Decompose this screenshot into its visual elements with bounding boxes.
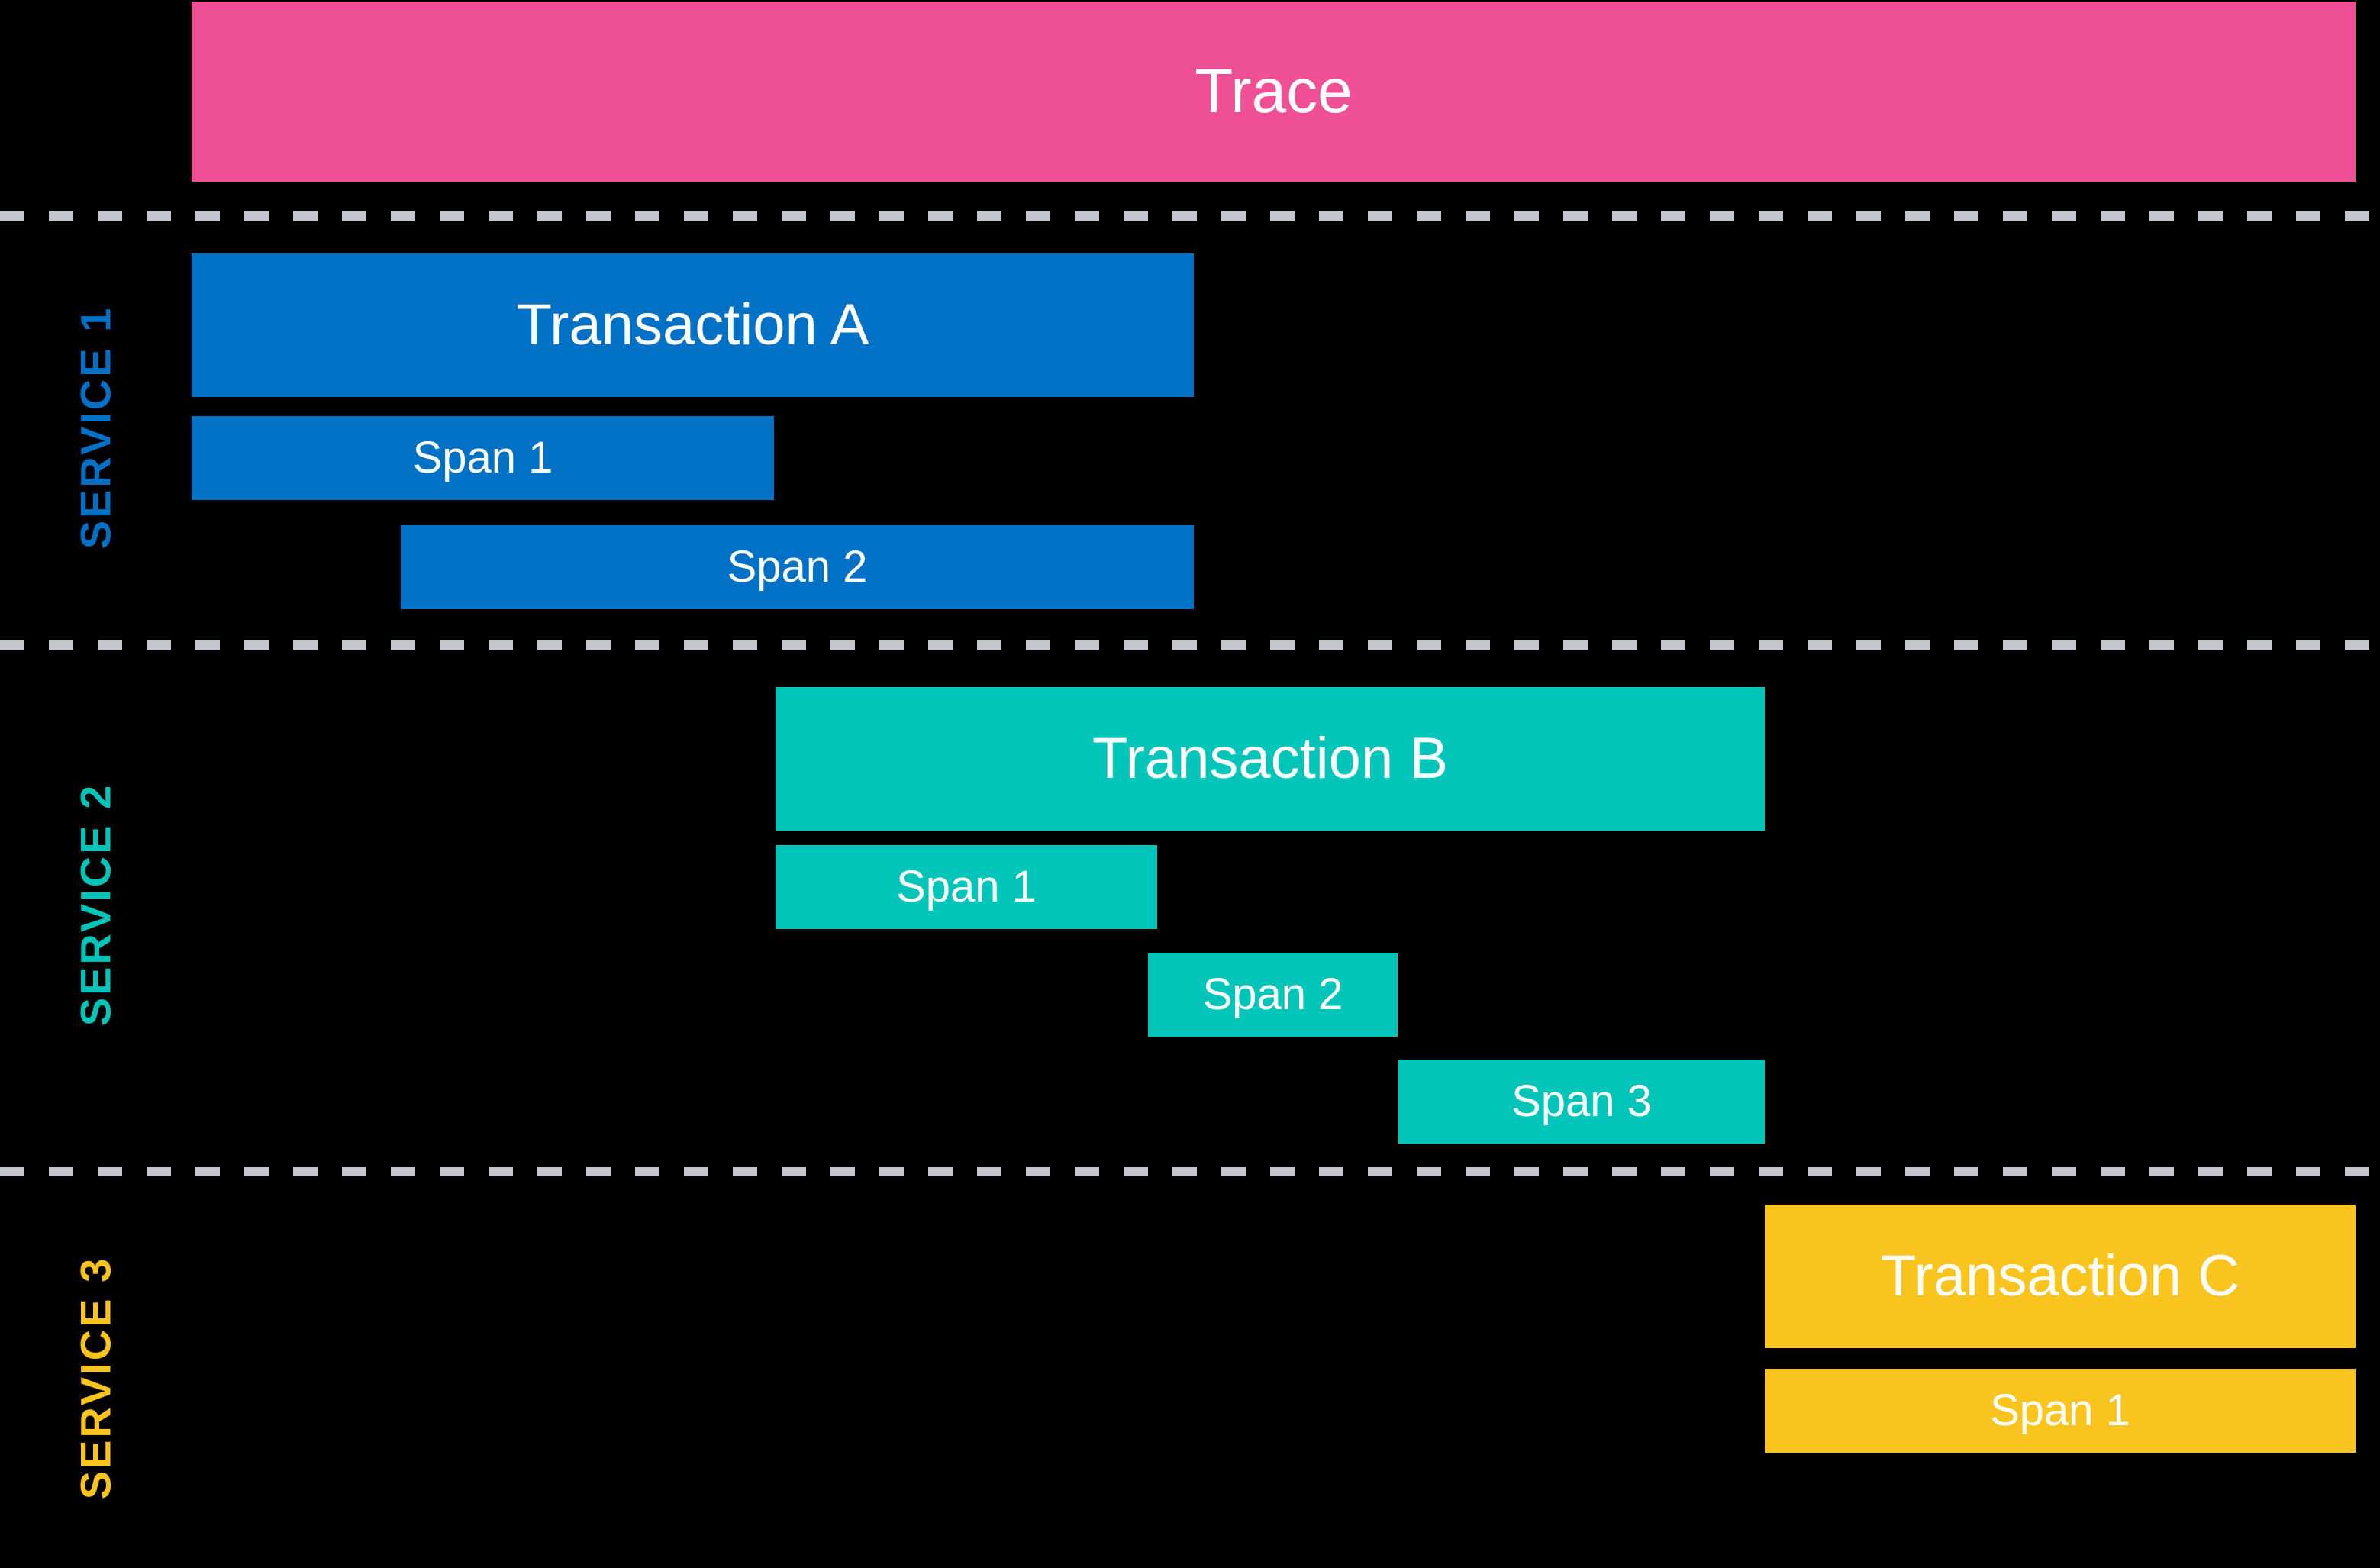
service-2-span-bar-2-label: Span 1	[896, 862, 1037, 911]
service-label-text: SERVICE 2	[71, 782, 120, 1027]
service-1-transaction-bar-1[interactable]: Transaction A	[192, 253, 1194, 397]
service-3-transaction-bar-1[interactable]: Transaction C	[1765, 1205, 2356, 1348]
service-label-3: SERVICE 3	[0, 1191, 191, 1565]
separator-service-1-to-2	[0, 640, 2380, 650]
service-2-span-bar-3[interactable]: Span 2	[1148, 953, 1398, 1037]
trace-bar-label: Trace	[1195, 56, 1353, 126]
separator-service-2-to-3	[0, 1167, 2380, 1176]
trace-bar[interactable]: Trace	[192, 2, 2356, 182]
service-1-span-bar-3[interactable]: Span 2	[401, 525, 1194, 609]
service-2-span-bar-3-label: Span 2	[1202, 970, 1343, 1019]
service-2-transaction-bar-1-label: Transaction B	[1092, 726, 1449, 791]
service-2-span-bar-2[interactable]: Span 1	[776, 845, 1157, 929]
service-3-transaction-bar-1-label: Transaction C	[1880, 1244, 2240, 1308]
service-label-1: SERVICE 1	[0, 221, 191, 634]
service-2-transaction-bar-1[interactable]: Transaction B	[776, 687, 1765, 831]
service-2-span-bar-4-label: Span 3	[1511, 1076, 1652, 1126]
service-1-span-bar-2[interactable]: Span 1	[192, 416, 774, 500]
service-2-span-bar-4[interactable]: Span 3	[1398, 1060, 1765, 1144]
service-3-span-bar-2-label: Span 1	[1990, 1386, 2130, 1435]
service-1-transaction-bar-1-label: Transaction A	[516, 292, 869, 357]
separator-above-service-1	[0, 211, 2380, 221]
service-3-span-bar-2[interactable]: Span 1	[1765, 1369, 2356, 1453]
service-label-text: SERVICE 1	[71, 305, 120, 550]
service-label-text: SERVICE 3	[71, 1256, 120, 1500]
service-1-span-bar-2-label: Span 1	[412, 433, 553, 482]
service-label-2: SERVICE 2	[0, 653, 191, 1157]
service-1-span-bar-3-label: Span 2	[727, 542, 868, 592]
